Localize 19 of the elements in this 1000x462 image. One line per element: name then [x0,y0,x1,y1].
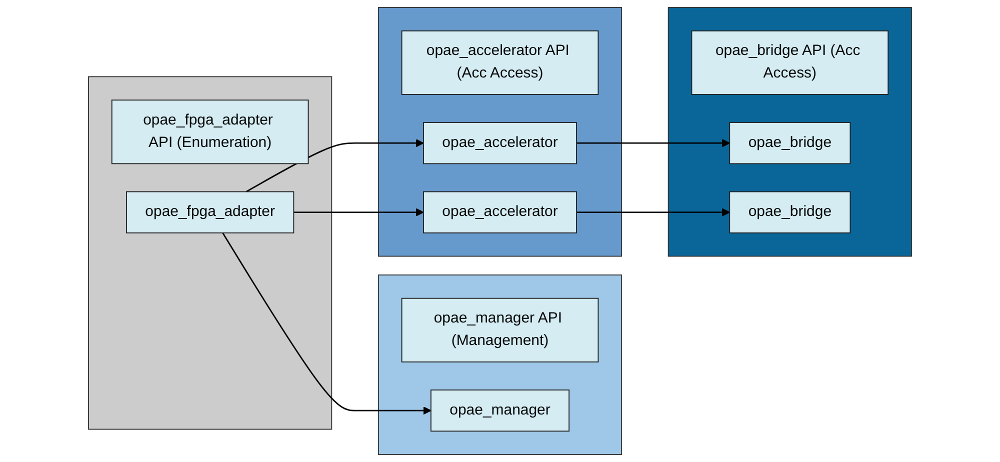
node-box: opae_bridge [729,122,851,164]
node-box: opae_manager [430,390,570,432]
arrow [576,208,730,216]
node-box: opae_bridge API (Acc Access) [691,30,889,95]
node-box: opae_fpga_adapter [126,191,294,234]
cluster [88,76,332,430]
node-box: opae_accelerator [423,122,577,164]
cluster [668,7,912,257]
arrow [246,138,424,192]
node-box: opae_accelerator API (Acc Access) [401,30,599,95]
arrow [294,208,424,216]
node-box: opae_accelerator [423,191,577,234]
arrow [222,232,432,415]
node-box: opae_fpga_adapter API (Enumeration) [111,100,309,164]
cluster [378,274,622,455]
node-box: opae_manager API (Management) [401,298,599,362]
node-box: opae_bridge [729,191,851,234]
cluster [378,7,622,257]
arrow [576,138,730,148]
